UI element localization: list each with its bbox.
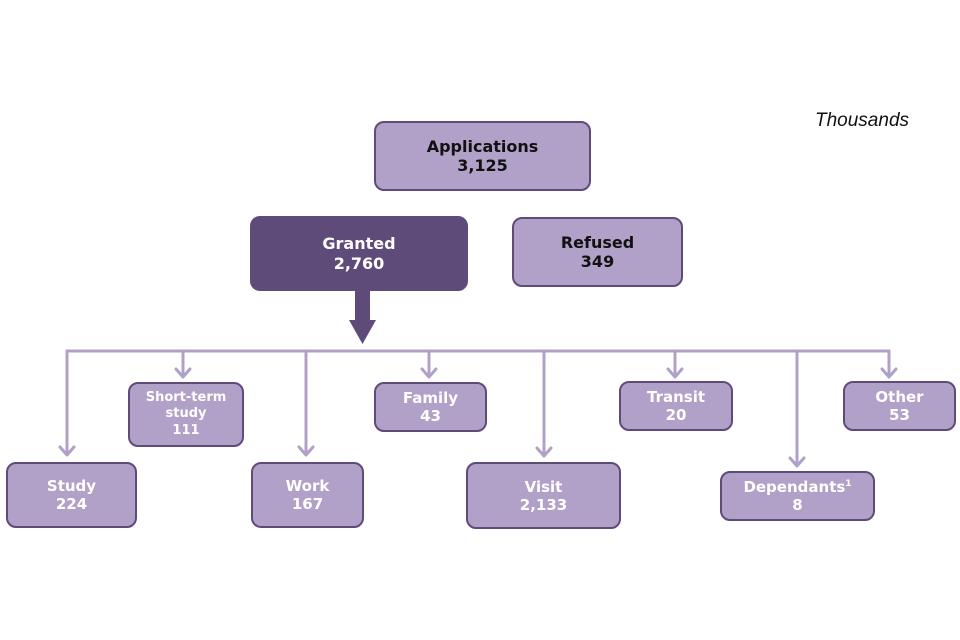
granted-label: Granted <box>322 234 396 254</box>
arrow-dependants <box>788 349 806 468</box>
applications-value: 3,125 <box>457 156 508 175</box>
arrow-short-term-study <box>174 349 192 379</box>
category-label-line2: study <box>165 406 207 422</box>
category-value: 224 <box>55 495 88 513</box>
arrow-visit <box>535 349 553 458</box>
unit-label: Thousands <box>815 110 910 131</box>
category-label: Work <box>285 477 330 495</box>
category-value: 8 <box>792 496 803 514</box>
arrow-other <box>880 349 898 379</box>
granted-down-arrow <box>349 290 376 344</box>
refused-value: 349 <box>580 252 615 271</box>
refused-node: Refused 349 <box>512 217 683 287</box>
applications-label: Applications <box>426 136 539 156</box>
category-node-short-term-study: Short-term study 111 <box>128 382 244 447</box>
category-label: Transit <box>646 388 706 406</box>
category-value: 2,133 <box>519 495 568 514</box>
category-node-family: Family 43 <box>374 382 487 432</box>
category-node-transit: Transit 20 <box>619 381 733 431</box>
category-label: Other <box>875 388 924 406</box>
category-node-work: Work 167 <box>251 462 364 528</box>
category-value: 53 <box>889 406 910 424</box>
category-node-visit: Visit 2,133 <box>466 462 621 529</box>
applications-node: Applications 3,125 <box>374 121 591 191</box>
granted-value: 2,760 <box>333 253 385 273</box>
category-value: 43 <box>420 407 441 425</box>
granted-node: Granted 2,760 <box>250 216 468 291</box>
arrow-work <box>297 349 315 457</box>
category-label: Study <box>46 477 97 495</box>
category-label: Family <box>402 389 459 407</box>
footnote-marker: 1 <box>845 479 852 489</box>
category-label: Short-term <box>145 390 227 406</box>
category-label: Dependants <box>743 478 846 496</box>
arrow-family <box>420 349 438 379</box>
arrow-transit <box>666 349 684 379</box>
category-node-dependants: Dependants1 8 <box>720 471 875 521</box>
category-label-wrap: Dependants1 <box>743 478 851 496</box>
category-value: 111 <box>172 422 200 438</box>
category-value: 167 <box>291 495 324 513</box>
arrow-study <box>58 349 76 457</box>
category-value: 20 <box>665 406 687 424</box>
category-node-study: Study 224 <box>6 462 137 528</box>
category-node-other: Other 53 <box>843 381 956 431</box>
category-label: Visit <box>524 477 563 496</box>
refused-label: Refused <box>560 232 635 252</box>
